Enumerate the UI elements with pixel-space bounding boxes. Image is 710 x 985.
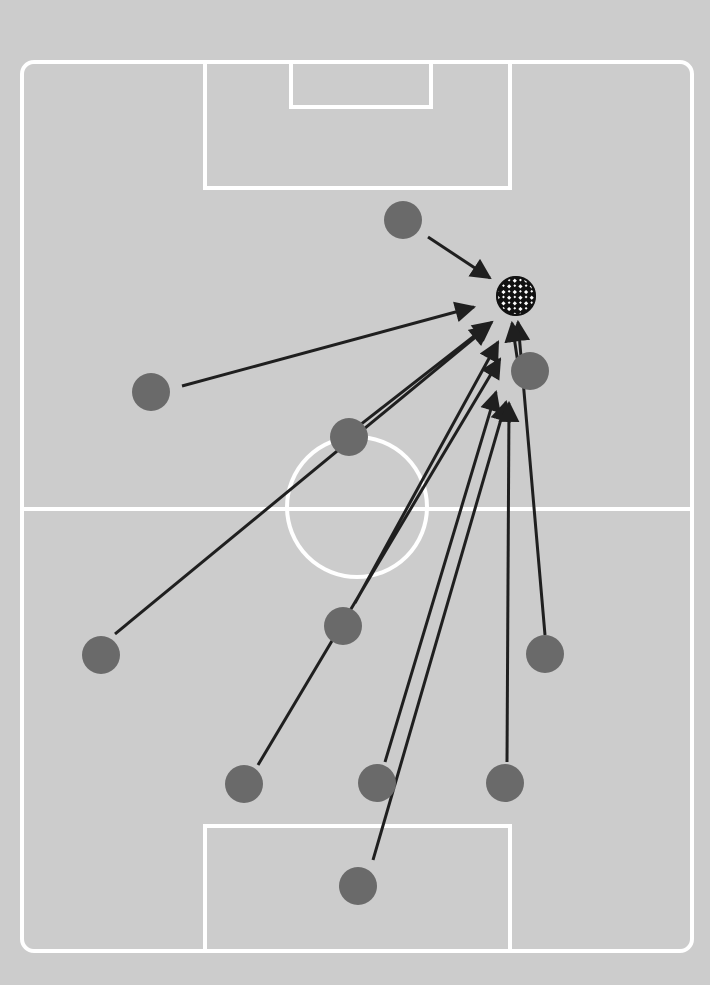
player xyxy=(511,352,549,390)
top-goal-area xyxy=(289,60,433,109)
soccer-ball-icon xyxy=(496,276,536,316)
players xyxy=(82,201,564,905)
player xyxy=(486,764,524,802)
player xyxy=(330,418,368,456)
pass-arrow xyxy=(181,301,477,388)
pass-arrow xyxy=(383,389,501,763)
pass-arrow xyxy=(498,400,520,763)
player xyxy=(358,764,396,802)
player xyxy=(339,867,377,905)
player xyxy=(526,635,564,673)
pass-arrow xyxy=(359,320,494,427)
player xyxy=(324,607,362,645)
pass-arrow xyxy=(427,235,492,280)
pass-arrow xyxy=(114,324,491,636)
top-penalty-box xyxy=(203,60,512,190)
pitch-boundary xyxy=(20,60,694,953)
player xyxy=(132,373,170,411)
pass-lines xyxy=(114,235,547,861)
bottom-penalty-box xyxy=(203,824,512,953)
pass-arrow xyxy=(256,357,502,766)
player xyxy=(225,765,263,803)
player xyxy=(82,636,120,674)
player xyxy=(384,201,422,239)
